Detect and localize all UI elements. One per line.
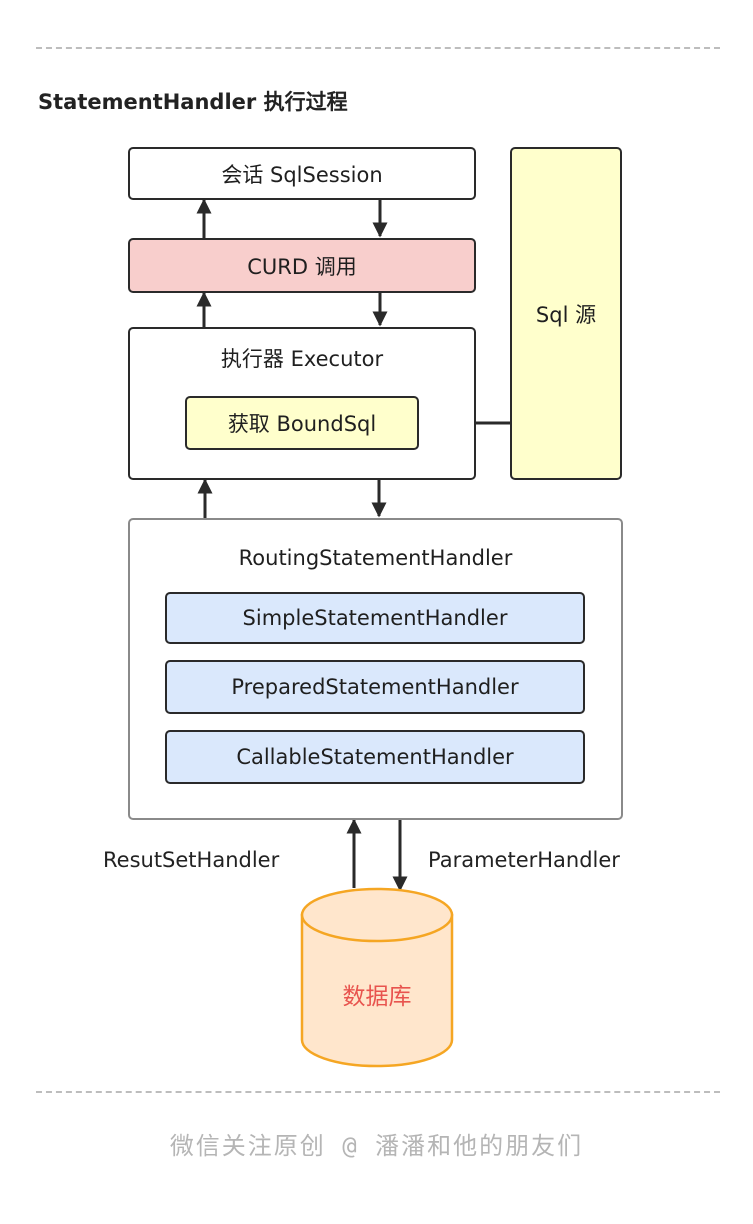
simple-handler-box: SimpleStatementHandler: [165, 592, 585, 644]
sqlsession-label: 会话 SqlSession: [221, 162, 383, 187]
page-title: StatementHandler 执行过程: [38, 90, 348, 114]
footer-text: 微信关注原创 @ 潘潘和他的朋友们: [169, 1132, 584, 1160]
boundsql-label: 获取 BoundSql: [227, 412, 377, 436]
resultset-handler-label: ResutSetHandler: [103, 848, 280, 872]
top-divider: [36, 47, 720, 49]
executor-label: 执行器 Executor: [220, 347, 384, 371]
curd-box: CURD 调用: [128, 238, 476, 293]
bottom-divider: [36, 1091, 720, 1093]
sqlsession-box: 会话 SqlSession: [128, 147, 476, 200]
parameter-handler-label: ParameterHandler: [428, 848, 620, 872]
prepared-handler-box: PreparedStatementHandler: [165, 660, 585, 714]
sql-source-box: Sql 源: [510, 147, 622, 480]
callable-handler-label: CallableStatementHandler: [236, 745, 514, 769]
curd-label: CURD 调用: [247, 254, 357, 279]
database-label: 数据库: [343, 984, 412, 1010]
prepared-handler-label: PreparedStatementHandler: [231, 675, 519, 699]
routing-handler-label: RoutingStatementHandler: [238, 546, 513, 570]
sql-source-label: Sql 源: [535, 302, 597, 327]
simple-handler-label: SimpleStatementHandler: [242, 606, 508, 630]
callable-handler-box: CallableStatementHandler: [165, 730, 585, 784]
boundsql-box: 获取 BoundSql: [185, 396, 419, 450]
